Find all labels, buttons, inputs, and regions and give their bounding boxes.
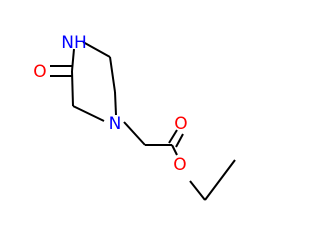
ketone-double-bond	[50, 65, 72, 77]
atom-nh: NH	[61, 33, 87, 53]
bond-n-ch2-ring	[72, 105, 105, 122]
bond-n-ch2-chain	[123, 121, 146, 146]
ester-double-bond	[168, 129, 184, 148]
bond-o-ethyl	[189, 180, 206, 201]
atom-labels: NH N O O O	[33, 33, 187, 175]
atom-o-ketone: O	[33, 62, 46, 82]
bond-ch2-carbonyl	[71, 70, 74, 107]
atom-o-ester: O	[173, 155, 186, 175]
bond-nh-ch2	[82, 41, 111, 58]
atom-o-carbonyl: O	[174, 114, 187, 134]
bond-ch2-n	[114, 91, 117, 116]
molecule-structure: NH N O O O	[33, 33, 236, 201]
atom-n: N	[109, 114, 122, 134]
bond-c-o-ester-1	[168, 129, 178, 144]
bond-ch2-ch2	[109, 56, 116, 93]
bond-c-o-ester-2	[175, 133, 184, 148]
ring-bonds	[71, 41, 117, 122]
bond-ethyl	[204, 159, 236, 201]
side-chain-bonds	[123, 121, 236, 201]
bond-ester-c-o	[171, 144, 178, 156]
bond-carbonyl-nh	[71, 48, 75, 72]
